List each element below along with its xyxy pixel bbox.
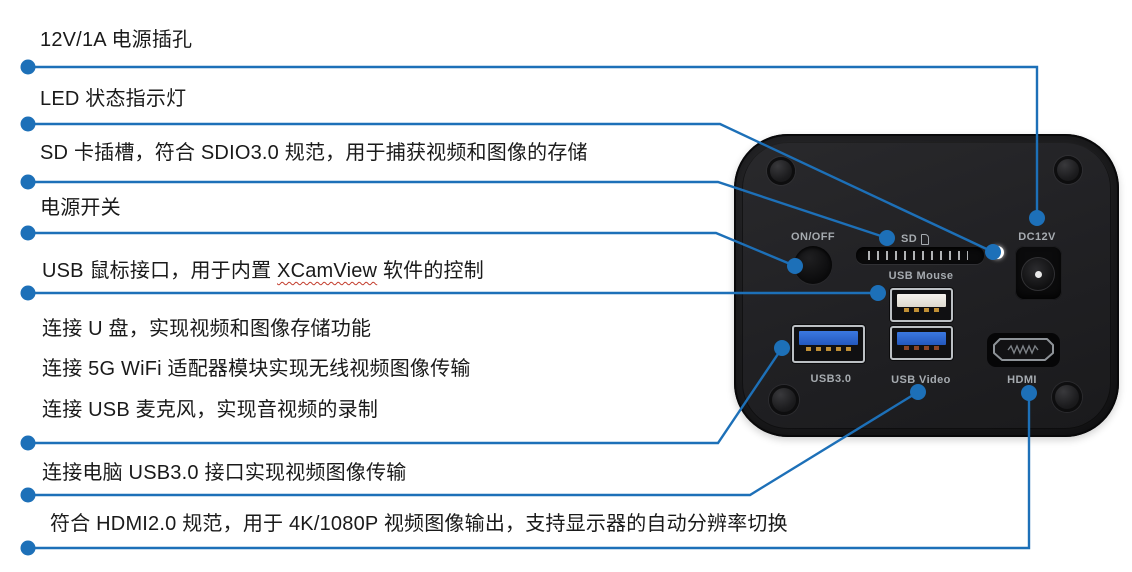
label-usb-host-storage: 连接 U 盘，实现视频和图像存储功能 — [42, 318, 372, 340]
led-status-indicator — [991, 246, 1004, 259]
sd-port-label-row: SD — [901, 233, 930, 245]
dc12v-port-label: DC12V — [1018, 231, 1056, 243]
connector-dot-sd-card-start — [20, 174, 36, 190]
screw-icon-top-left — [767, 157, 795, 185]
usb-video-pins — [904, 346, 939, 350]
onoff-port-label: ON/OFF — [791, 231, 835, 243]
label-hdmi: 符合 HDMI2.0 规范，用于 4K/1080P 视频图像输出，支持显示器的自… — [50, 513, 788, 535]
connector-dot-usb-host-start — [20, 435, 36, 451]
label-usb-mouse-post: 软件的控制 — [377, 260, 484, 282]
usb-mouse-port-label: USB Mouse — [888, 270, 954, 282]
sd-port-label: SD — [901, 233, 918, 245]
dc-barrel — [1021, 257, 1055, 291]
hdmi-port-shape — [987, 333, 1060, 367]
label-sd-card: SD 卡插槽，符合 SDIO3.0 规范，用于捕获视频和图像的存储 — [40, 142, 588, 164]
label-usb-mouse-spellcheck: XCamView — [277, 260, 378, 282]
screw-icon-bottom-right — [1052, 382, 1082, 412]
hdmi-port-label: HDMI — [1007, 374, 1037, 386]
dc-center-pin — [1034, 270, 1042, 278]
label-usb-mouse-pre: USB 鼠标接口，用于内置 — [42, 260, 278, 282]
label-usb-host-wifi: 连接 5G WiFi 适配器模块实现无线视频图像传输 — [42, 358, 471, 380]
camera-back-panel: ON/OFF SD DC12V USB Mouse USB3.0 USB Vid — [734, 134, 1119, 437]
connector-dot-power-switch-start — [20, 225, 36, 241]
screw-icon-bottom-left — [769, 385, 799, 415]
power-button[interactable] — [794, 246, 832, 284]
usb3-tongue — [799, 331, 858, 345]
label-power-switch: 电源开关 — [40, 197, 121, 219]
usb3-port[interactable] — [792, 325, 865, 363]
dc12v-power-jack[interactable] — [1015, 246, 1062, 300]
label-usb-mouse: USB 鼠标接口，用于内置 XCamView 软件的控制 — [42, 259, 484, 284]
connector-dot-usb-mouse-start — [20, 285, 36, 301]
usb3-port-label: USB3.0 — [810, 373, 852, 385]
label-led: LED 状态指示灯 — [40, 88, 187, 110]
usb3-pins — [806, 347, 851, 351]
connector-dot-power-jack-start — [20, 59, 36, 75]
usb-mouse-pins — [904, 308, 939, 312]
sd-card-icon — [921, 233, 930, 245]
usb-video-port-label: USB Video — [891, 374, 951, 386]
connector-dot-usb-pc-start — [20, 487, 36, 503]
usb-video-port[interactable] — [890, 326, 953, 360]
screw-icon-top-right — [1054, 156, 1082, 184]
label-usb-pc: 连接电脑 USB3.0 接口实现视频图像传输 — [42, 462, 407, 484]
label-power-jack: 12V/1A 电源插孔 — [40, 29, 193, 51]
usb-mouse-tongue — [897, 294, 946, 307]
sd-slot-contacts — [868, 251, 968, 260]
sd-card-slot[interactable] — [856, 247, 984, 264]
connector-dot-hdmi-start — [20, 540, 36, 556]
usb-video-tongue — [897, 332, 946, 345]
connector-dot-led-start — [20, 116, 36, 132]
label-usb-host-mic: 连接 USB 麦克风，实现音视频的录制 — [42, 399, 379, 421]
usb-mouse-port[interactable] — [890, 288, 953, 322]
hdmi-port[interactable] — [987, 333, 1060, 367]
